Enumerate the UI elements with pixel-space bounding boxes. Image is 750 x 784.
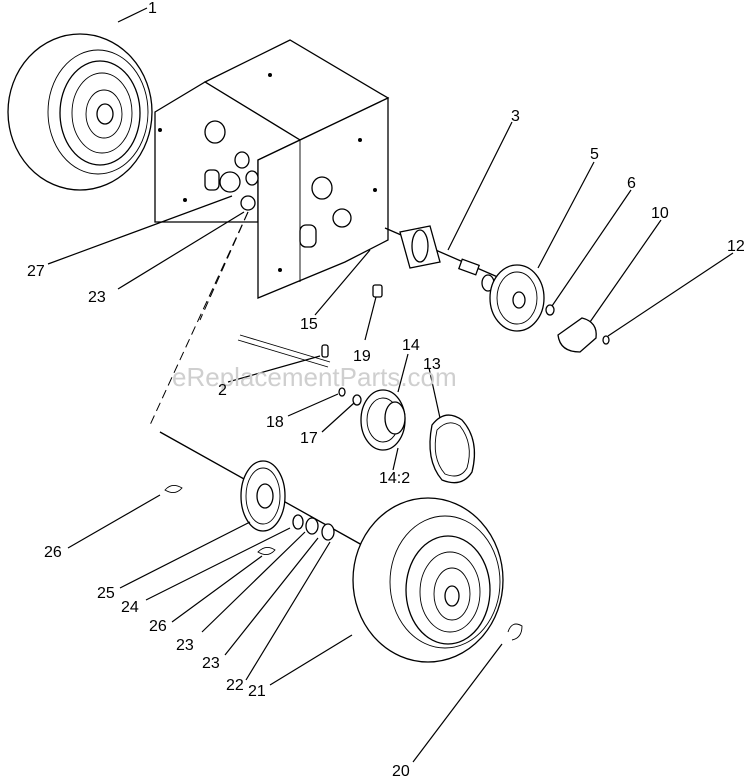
callout-label: 27 [27, 263, 45, 280]
callout-label: 3 [511, 108, 520, 125]
callout-label: 23 [88, 289, 106, 306]
callout-label: 10 [651, 205, 669, 222]
callout-label: 23 [176, 637, 194, 654]
drive-disc [489, 264, 545, 332]
callout-label: 6 [627, 175, 636, 192]
collars [292, 514, 335, 541]
leader-lines [47, 7, 734, 763]
pin [321, 344, 329, 358]
callout-label: 1 [148, 0, 157, 17]
assembly-guide-line [149, 211, 249, 426]
drive-shaft-assembly [384, 225, 501, 292]
callout-label: 14 [402, 337, 420, 354]
callout-label: 26 [44, 544, 62, 561]
wheel-lower-right [352, 497, 504, 663]
washer [545, 304, 555, 316]
callout-label: 20 [392, 763, 410, 780]
callout-label: 5 [590, 146, 599, 163]
chain [429, 414, 476, 484]
callout-label: 18 [266, 414, 284, 431]
callout-label: 12 [727, 238, 745, 255]
spacer [338, 387, 362, 406]
frame-housing [154, 39, 390, 299]
large-gear [240, 460, 286, 532]
callout-label: 23 [202, 655, 220, 672]
bolt [372, 284, 383, 298]
callout-labels: 1 3 5 6 10 12 27 23 15 19 14 13 2 18 17 … [27, 0, 745, 780]
callout-label: 2 [218, 382, 227, 399]
cotter-pin-lower [257, 547, 276, 555]
callout-label: 19 [353, 348, 371, 365]
callout-label: 25 [97, 585, 115, 602]
callout-label: 21 [248, 683, 266, 700]
callout-label: 22 [226, 677, 244, 694]
callout-label: 17 [300, 430, 318, 447]
sprocket [360, 389, 406, 451]
callout-label: 15 [300, 316, 318, 333]
cotter-pin-upper [164, 485, 183, 493]
retaining-clip [507, 623, 523, 641]
callout-label: 26 [149, 618, 167, 635]
callout-label: 14:2 [379, 470, 410, 487]
assembly-guide-line [199, 211, 249, 321]
cover-plate [557, 317, 597, 353]
screw [602, 335, 610, 345]
callout-label: 24 [121, 599, 139, 616]
callout-label: 13 [423, 356, 441, 373]
watermark-text: eReplacementParts.com [172, 362, 457, 392]
wheel-upper-left [7, 33, 153, 191]
